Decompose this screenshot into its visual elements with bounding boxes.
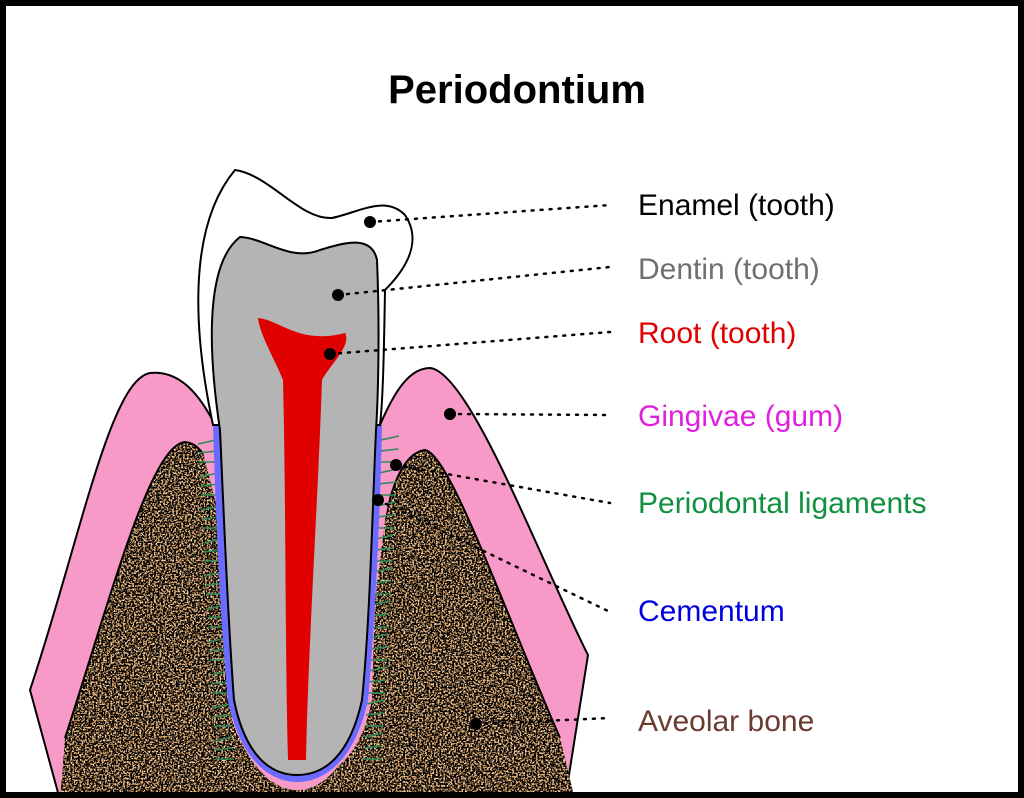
pointer-dots <box>324 216 482 730</box>
ligament-fiber <box>366 699 385 705</box>
ligament-fiber <box>211 681 230 685</box>
ligament-fiber <box>214 747 233 751</box>
leader-lines <box>328 203 612 726</box>
ligament-fiber <box>373 580 392 584</box>
ligament-fiber <box>371 600 391 606</box>
label-root: Root (tooth) <box>638 317 796 350</box>
ligament-fiber <box>212 703 231 709</box>
ligament-fiber <box>378 481 397 485</box>
ligament-fiber <box>364 732 383 738</box>
ligament-fiber <box>380 435 400 441</box>
label-dentin: Dentin (tooth) <box>638 253 820 286</box>
ligament-fiber <box>364 745 383 749</box>
ligament-fiber <box>370 633 389 639</box>
ligament-fiber <box>374 547 394 551</box>
pulp-shape <box>258 318 347 760</box>
ligament-fiber <box>368 666 387 672</box>
ligament-fiber <box>214 736 233 742</box>
ligament-fiber <box>371 613 390 617</box>
ligament-fiber <box>197 439 217 445</box>
ligament-fiber <box>369 646 388 650</box>
label-periodontal-ligaments: Periodontal ligaments <box>638 487 927 520</box>
ligament-fiber <box>198 450 217 454</box>
ligament-fiber <box>212 714 232 718</box>
diagram-title: Periodontium <box>388 68 646 112</box>
ligament-fiber <box>373 567 392 573</box>
ligament-fiber <box>365 712 385 716</box>
ligament-fiber <box>376 514 395 518</box>
label-gingivae: Gingivae (gum) <box>638 400 843 433</box>
label-aveolar-bone: Aveolar bone <box>638 705 814 738</box>
ligament-fiber <box>375 534 394 540</box>
ligament-fiber <box>367 679 386 683</box>
ligament-fiber <box>380 448 399 452</box>
label-cementum: Cementum <box>638 595 785 628</box>
label-enamel: Enamel (tooth) <box>638 189 835 222</box>
